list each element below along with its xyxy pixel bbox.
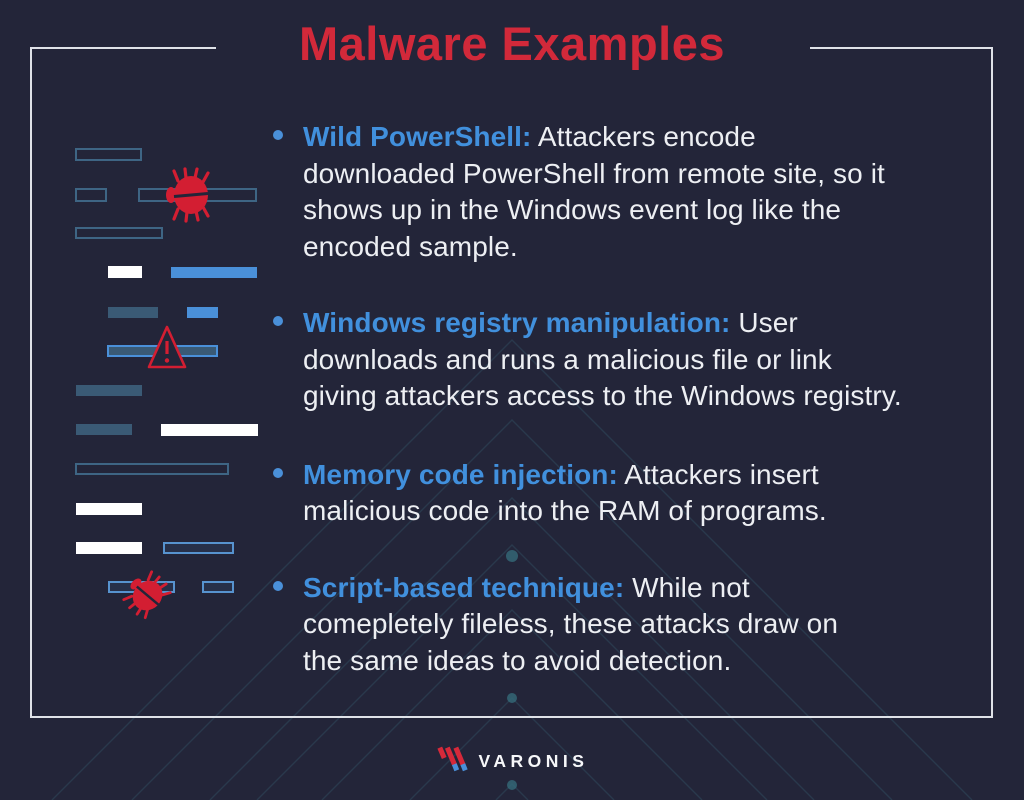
bullet-line: the same ideas to avoid detection. <box>303 644 732 676</box>
code-bar <box>202 581 234 593</box>
list-item: Windows registry manipulation: User down… <box>273 305 973 415</box>
bullet-line: shows up in the Windows event log like t… <box>303 194 842 225</box>
bullet-line: Wild PowerShell: Attackers encode <box>303 119 973 156</box>
code-bar <box>161 424 258 436</box>
code-bar <box>75 463 229 475</box>
bullet-line: Windows registry manipulation: User <box>303 305 973 342</box>
page-title: Malware Examples <box>299 17 725 70</box>
bullet-dot-icon <box>273 316 283 326</box>
code-bar <box>163 542 234 554</box>
bullet-line: comepletely fileless, these attacks draw… <box>303 608 839 639</box>
code-bar <box>76 424 132 435</box>
bullet-line: Memory code injection: Attackers insert <box>303 457 973 494</box>
varonis-logo-text: VARONIS <box>478 750 589 771</box>
code-bar <box>108 266 142 278</box>
bullet-heading: Script-based technique: <box>303 571 625 603</box>
code-bar <box>187 307 218 318</box>
bullet-body: User <box>730 307 798 338</box>
bullet-heading: Wild PowerShell: <box>303 121 532 152</box>
bullet-line: encoded sample. <box>303 230 518 262</box>
code-bar <box>76 385 142 396</box>
bullet-body: Attackers encode <box>531 121 756 152</box>
list-item: Wild PowerShell: Attackers encode downlo… <box>273 119 973 265</box>
malware-list: Wild PowerShell: Attackers encode downlo… <box>273 119 973 679</box>
code-bar <box>171 267 257 278</box>
frame-title-gap <box>216 42 810 54</box>
bullet-dot-icon <box>273 467 283 478</box>
bullet-dot-icon <box>273 130 283 140</box>
code-bar <box>108 307 158 318</box>
varonis-slashes-icon <box>436 746 468 772</box>
bullet-line: downloaded PowerShell from remote site, … <box>303 157 885 189</box>
code-bar <box>75 148 142 161</box>
bug-icon <box>122 570 172 620</box>
bullet-body: Attackers insert <box>617 458 819 490</box>
list-item: Memory code injection: Attackers insert … <box>273 457 973 530</box>
warning-icon <box>147 325 187 369</box>
bullet-heading: Windows registry manipulation: <box>303 307 731 338</box>
bullet-line: giving attackers access to the Windows r… <box>303 380 902 411</box>
bullet-heading: Memory code injection: <box>303 458 618 490</box>
list-item: Script-based technique: While not comepl… <box>273 570 973 680</box>
bullet-line: malicious code into the RAM of programs. <box>303 495 827 526</box>
bullet-line: Script-based technique: While not <box>303 570 973 607</box>
varonis-logo: VARONIS <box>0 741 1024 777</box>
bullet-line: downloads and runs a malicious file or l… <box>303 343 832 375</box>
bug-icon <box>166 167 210 223</box>
code-bar <box>75 227 163 239</box>
code-bar <box>75 188 107 202</box>
code-bar <box>76 542 142 554</box>
code-bar <box>76 503 142 515</box>
bullet-dot-icon <box>273 580 283 591</box>
bullet-body: While not <box>624 571 750 603</box>
